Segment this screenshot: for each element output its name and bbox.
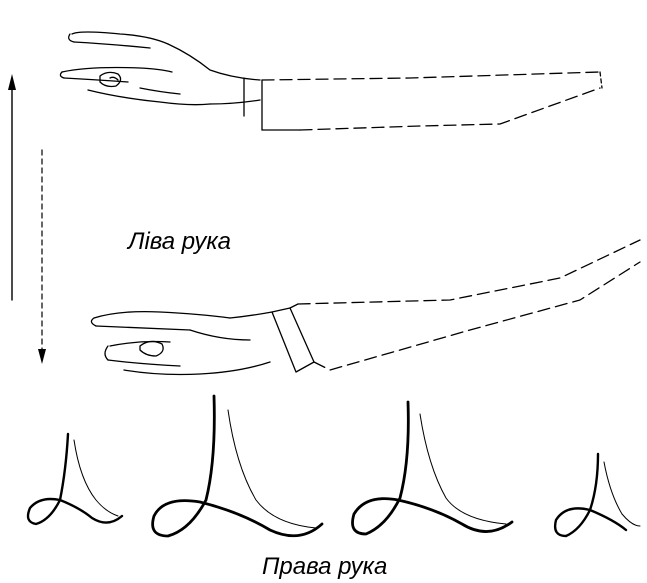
right-hand-label: Права рука <box>262 553 387 581</box>
right-stroke-3 <box>353 402 513 534</box>
right-stroke-1 <box>28 434 122 524</box>
right-stroke-2 <box>153 396 322 536</box>
down-arrow <box>38 150 46 364</box>
left-hand-label: Ліва рука <box>128 228 231 256</box>
up-arrow <box>8 74 16 300</box>
right-stroke-4 <box>555 454 640 536</box>
left-hand-drawing <box>60 32 602 130</box>
left-hand-lower-drawing <box>91 240 640 375</box>
